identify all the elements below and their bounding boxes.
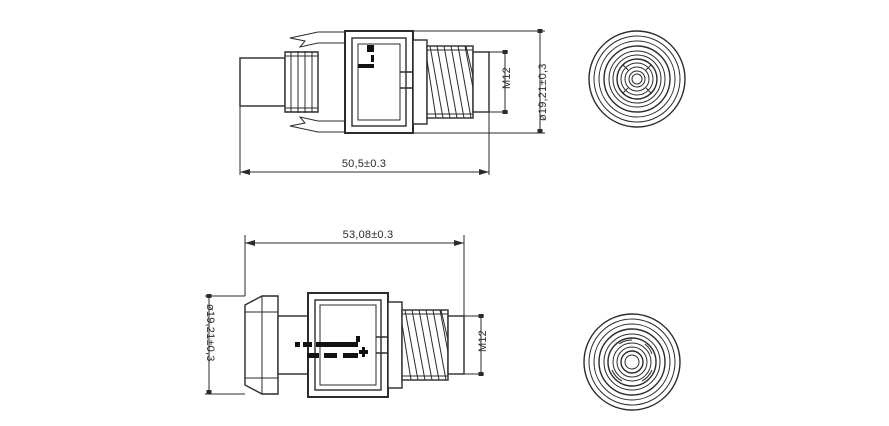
- thread-label-bottom: M12: [477, 330, 489, 352]
- dimension-diameter-bottom: ø19,21±0,3: [204, 294, 245, 395]
- view-bottom-side: M12 ø19,21±0,3 53,08±0.3: [204, 229, 489, 398]
- view-top-side: M12 ø19,21±0,3 50,5±0.3: [239, 29, 549, 175]
- diameter-label-top: ø19,21±0,3: [537, 63, 549, 121]
- flange-collar-bottom: [387, 301, 403, 389]
- thread-section-m12: [426, 45, 474, 119]
- latch-clip-upper: [289, 31, 346, 48]
- latch-clip-lower: [289, 116, 346, 133]
- body-marking-text: [358, 45, 374, 68]
- strain-relief-bellows: [284, 51, 319, 113]
- dimension-diameter-top: ø19,21±0,3: [413, 29, 549, 134]
- dimension-thread-bottom: M12: [464, 314, 489, 376]
- dimension-length-top: 50,5±0.3: [239, 106, 490, 175]
- dimension-length-bottom: 53,08±0.3: [244, 229, 465, 316]
- length-label-bottom: 53,08±0.3: [343, 229, 394, 241]
- nose-tip-bottom: [447, 315, 465, 375]
- view-top-end: [588, 30, 686, 128]
- nose-tip: [472, 51, 490, 113]
- contact-detail-bottom: [611, 339, 653, 382]
- view-bottom-end: [583, 313, 681, 411]
- diameter-label-bottom: ø19,21±0,3: [204, 304, 216, 362]
- cable-stub: [239, 57, 286, 107]
- body-marking-text-bottom: [295, 336, 368, 358]
- connector-body: [344, 30, 414, 134]
- length-label-top: 50,5±0.3: [342, 158, 386, 170]
- contact-detail-top: [618, 59, 656, 99]
- thread-label-top: M12: [501, 67, 513, 89]
- dimension-thread-top: M12: [489, 50, 513, 114]
- flange-collar: [412, 39, 428, 125]
- hex-nut-backshell: [244, 295, 279, 395]
- thread-section-m12-bottom: [401, 309, 449, 381]
